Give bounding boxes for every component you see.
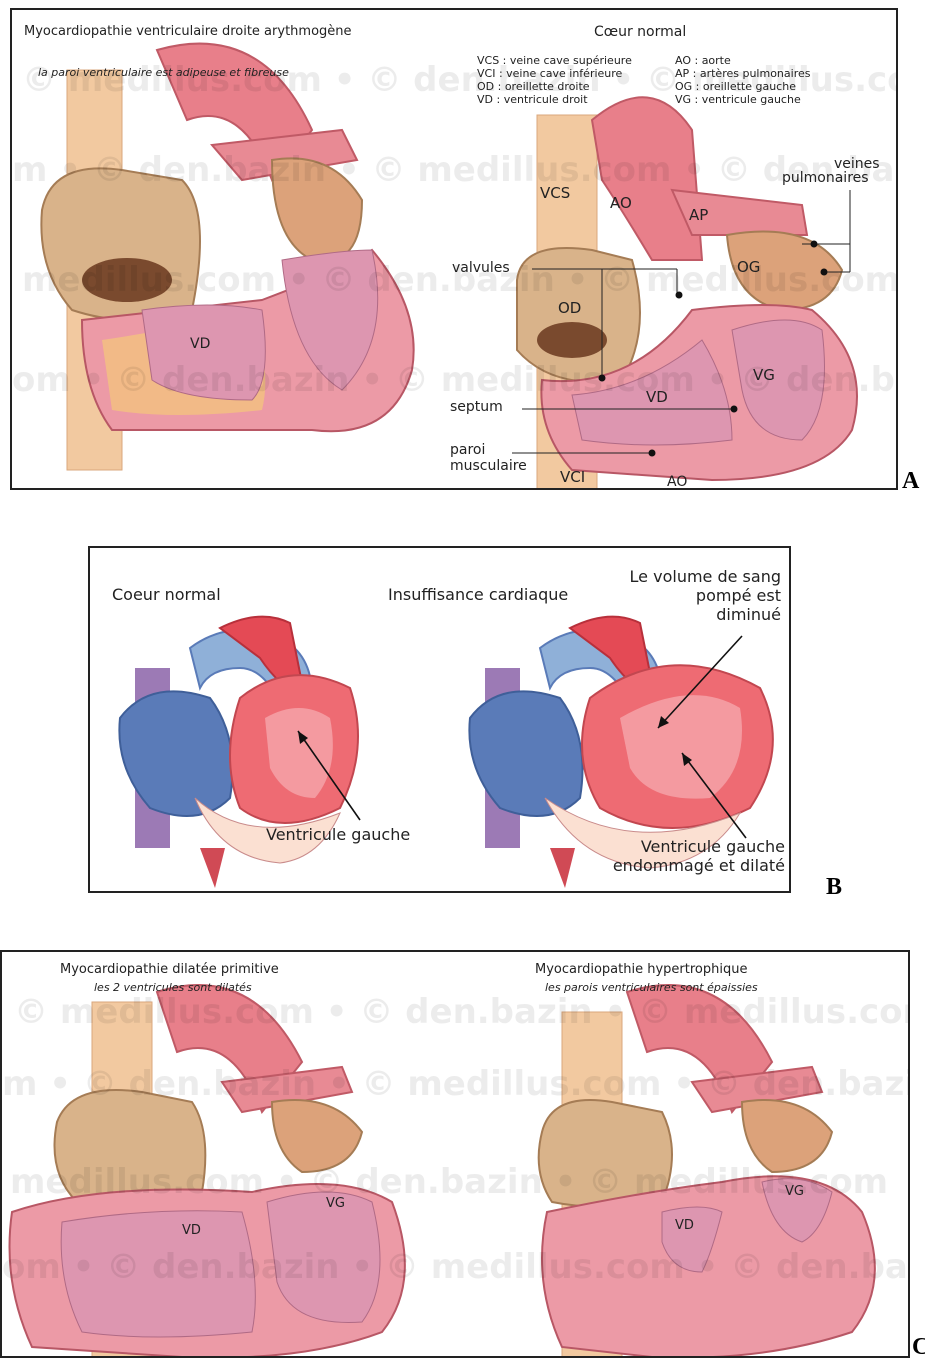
hypertrophic-subtitle: les parois ventriculaires sont épaissies <box>545 981 758 994</box>
panel-c-illustration <box>2 952 910 1358</box>
legend-item: VCI : veine cave inférieure <box>477 67 632 80</box>
arvc-vd-label: VD <box>190 336 210 352</box>
label-od: OD <box>558 299 581 317</box>
hypertrophic-vd-label: VD <box>675 1218 694 1233</box>
volume-label-line2: pompé est <box>696 586 781 605</box>
legend-item: VG : ventricule gauche <box>675 93 810 106</box>
dilated-subtitle: les 2 ventricules sont dilatés <box>94 981 252 994</box>
hypertrophic-heart <box>539 985 875 1358</box>
panel-c-letter: C <box>912 1334 925 1361</box>
label-og: OG <box>737 258 760 276</box>
legend-item: OD : oreillette droite <box>477 80 632 93</box>
dilated-heart <box>10 985 405 1358</box>
label-ao-top: AO <box>610 194 632 212</box>
label-pulmonaires: pulmonaires <box>782 170 869 186</box>
normal-heart <box>512 97 857 490</box>
label-musculaire: musculaire <box>450 458 527 474</box>
panel-a-letter: A <box>902 468 919 495</box>
dilated-vd-label: VD <box>182 1223 201 1238</box>
legend-item: OG : oreillette gauche <box>675 80 810 93</box>
legend-item: VD : ventricule droit <box>477 93 632 106</box>
dilated-vg-label: VG <box>326 1196 345 1211</box>
normal-heart-title: Cœur normal <box>594 24 686 40</box>
hypertrophic-title: Myocardiopathie hypertrophique <box>535 962 747 977</box>
label-vci: VCI <box>560 468 585 486</box>
legend-left: VCS : veine cave supérieure VCI : veine … <box>477 54 632 106</box>
label-septum: septum <box>450 399 503 415</box>
normal-heart-b <box>119 617 358 888</box>
label-vcs: VCS <box>540 184 570 202</box>
label-left-ventricle: Ventricule gauche <box>266 825 410 844</box>
label-ao-bottom: AO <box>667 474 687 490</box>
panel-b: Coeur normal Insuffisance cardiaque Le v… <box>88 546 791 893</box>
panel-c: © medillus.com • © den.bazin • © medillu… <box>0 950 910 1358</box>
arvc-subtitle: la paroi ventriculaire est adipeuse et f… <box>38 66 289 79</box>
label-paroi: paroi <box>450 442 485 458</box>
label-damaged-line1: Ventricule gauche <box>641 837 785 856</box>
panel-a: © medillus.com • © den.bazin • © medillu… <box>10 8 898 490</box>
legend-right: AO : aorte AP : artères pulmonaires OG :… <box>675 54 810 106</box>
arvc-title: Myocardiopathie ventriculaire droite ary… <box>24 24 352 39</box>
legend-item: AO : aorte <box>675 54 810 67</box>
volume-label-line1: Le volume de sang <box>630 567 781 586</box>
panel-b-letter: B <box>826 874 842 901</box>
legend-item: AP : artères pulmonaires <box>675 67 810 80</box>
label-damaged-line2: endommagé et dilaté <box>613 856 785 875</box>
label-vg: VG <box>753 366 775 384</box>
arvc-heart <box>41 44 413 470</box>
dilated-title: Myocardiopathie dilatée primitive <box>60 962 279 977</box>
volume-label-line3: diminué <box>716 605 781 624</box>
label-vd: VD <box>646 388 668 406</box>
title-heart-failure: Insuffisance cardiaque <box>388 585 568 604</box>
hypertrophic-vg-label: VG <box>785 1184 804 1199</box>
legend-item: VCS : veine cave supérieure <box>477 54 632 67</box>
title-normal-heart: Coeur normal <box>112 585 221 604</box>
label-valvules: valvules <box>452 260 510 276</box>
label-ap: AP <box>689 206 708 224</box>
